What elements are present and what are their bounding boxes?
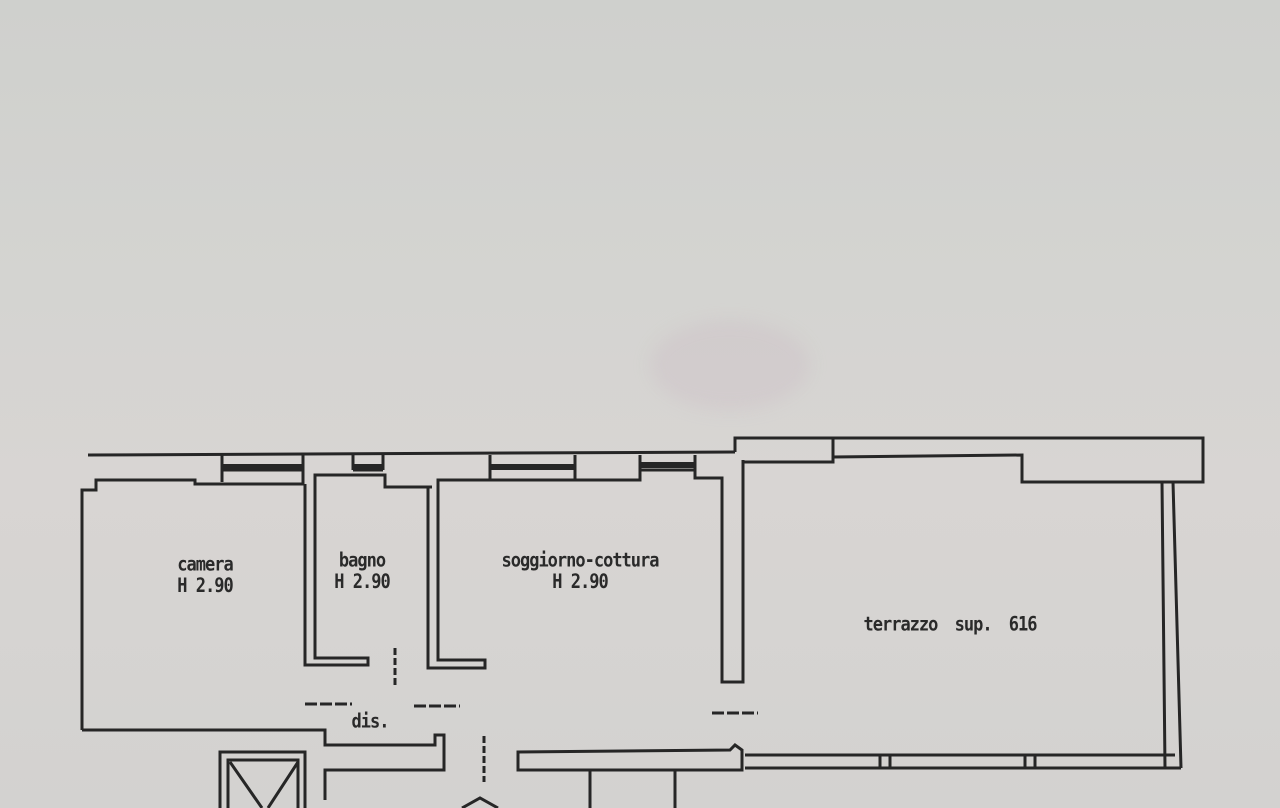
- lift-shaft: [218, 750, 307, 808]
- railing-bottom: [745, 753, 1181, 770]
- room-label-terrazzo: terrazzo sup. 616: [830, 613, 1070, 637]
- wall-bagno-top: [313, 473, 432, 489]
- wall-soggiorno-top: [436, 455, 695, 487]
- room-name: dis.: [351, 710, 390, 734]
- wall-terrace-top: [733, 436, 1205, 484]
- wall-camera: [80, 478, 305, 730]
- room-height: H 2.90: [552, 570, 608, 594]
- room-name: bagno: [338, 549, 386, 572]
- wall-bagno-left: [303, 484, 370, 667]
- room-label-disimpegno: dis.: [345, 710, 395, 734]
- room-height: H 2.90: [334, 570, 390, 594]
- room-label-camera: camera H 2.90: [165, 554, 245, 598]
- door-marker: [393, 648, 486, 782]
- wall-soggiorno-bottom: [516, 743, 744, 772]
- room-name: terrazzo sup. 616: [863, 613, 1038, 637]
- room-name: camera: [177, 553, 233, 576]
- room-label-bagno: bagno H 2.90: [322, 550, 402, 594]
- paper-smudge: [650, 320, 810, 410]
- wall-bagno-right: [426, 487, 487, 670]
- room-height: H 2.90: [177, 574, 233, 598]
- room-name: soggiorno-cottura: [501, 549, 660, 572]
- railing-right: [1160, 481, 1183, 769]
- wall-camera-bottom: [82, 728, 446, 800]
- outer-wall-top: [87, 450, 736, 457]
- room-label-soggiorno: soggiorno-cottura H 2.90: [470, 550, 690, 594]
